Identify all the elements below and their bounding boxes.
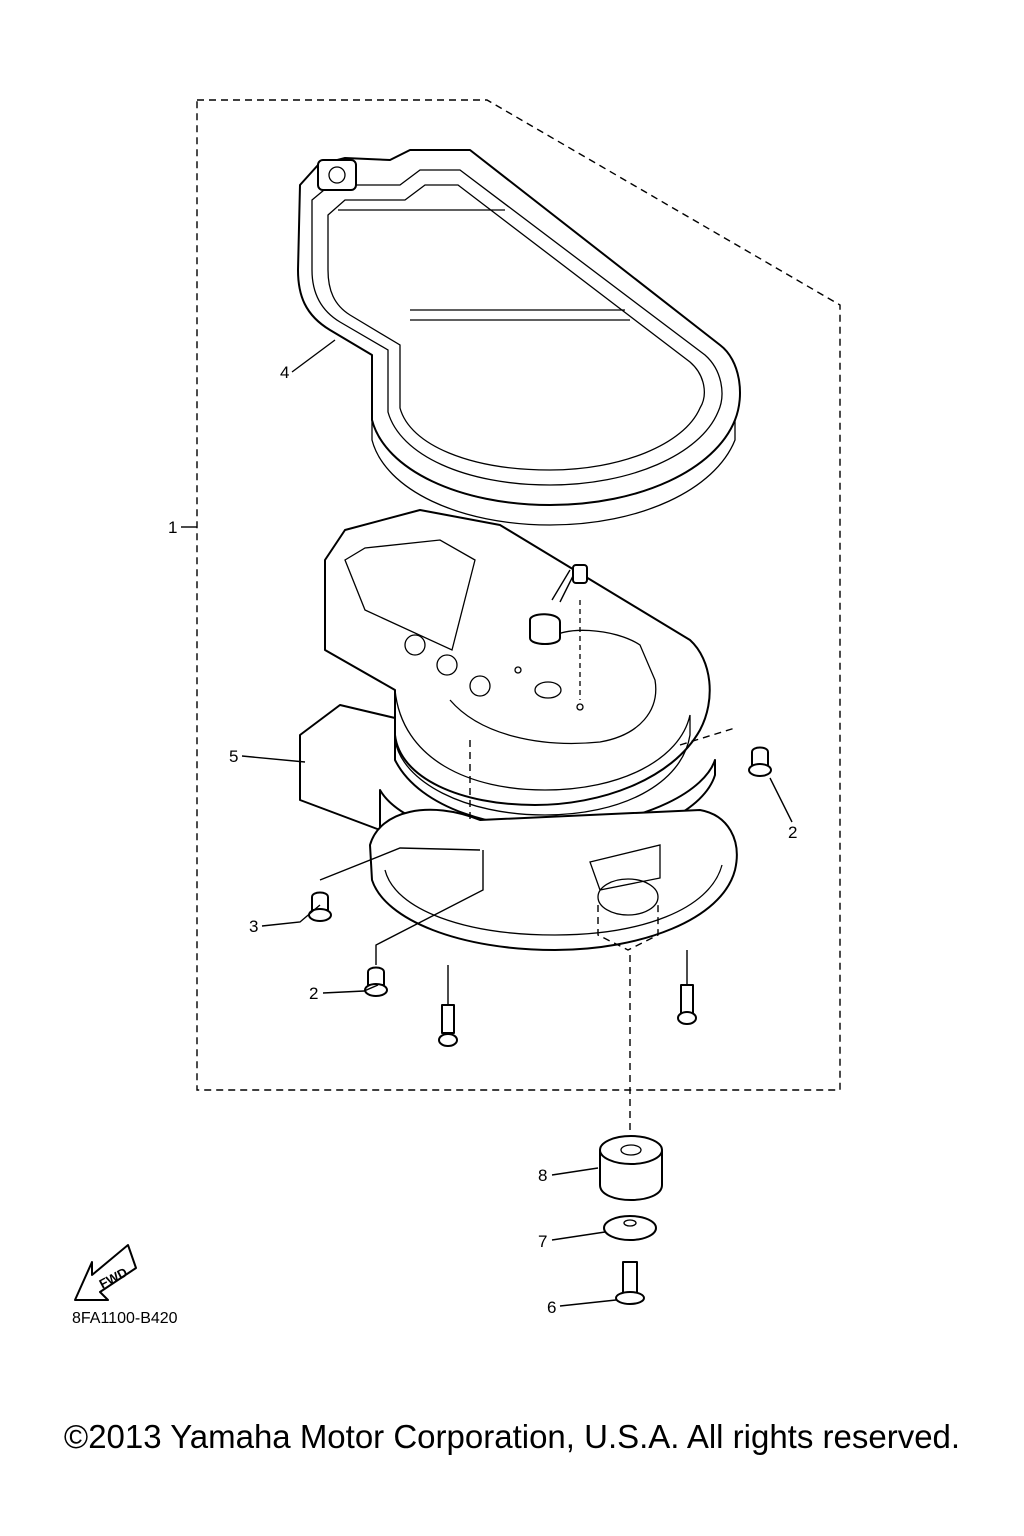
diagram-code: 8FA1100-B420 xyxy=(72,1310,178,1327)
screw-left xyxy=(438,1004,458,1047)
callout-5: 5 xyxy=(229,747,238,766)
callout-6: 6 xyxy=(547,1298,556,1317)
bolt-6 xyxy=(615,1261,645,1305)
grommet-3 xyxy=(308,891,332,922)
copyright: ©2013 Yamaha Motor Corporation, U.S.A. A… xyxy=(63,1418,961,1455)
callout-8: 8 xyxy=(538,1166,547,1185)
fwd-arrow-icon: FWD xyxy=(74,1244,137,1301)
assembly-boundary xyxy=(196,99,841,1091)
washer-7 xyxy=(603,1215,657,1241)
callout-7: 7 xyxy=(538,1232,547,1251)
damper-8 xyxy=(599,1135,663,1201)
callout-1: 1 xyxy=(168,518,177,537)
callout-4: 4 xyxy=(280,363,289,382)
grommet-2-right xyxy=(748,746,772,777)
screw-right xyxy=(677,984,697,1025)
grommet-2-left xyxy=(364,966,388,997)
meter-assembly xyxy=(299,509,716,847)
callout-2-right: 2 xyxy=(788,823,797,842)
meter-lower-case xyxy=(369,808,738,951)
callout-3: 3 xyxy=(249,917,258,936)
meter-lens-cover xyxy=(297,149,741,526)
callout-2-left: 2 xyxy=(309,984,318,1003)
